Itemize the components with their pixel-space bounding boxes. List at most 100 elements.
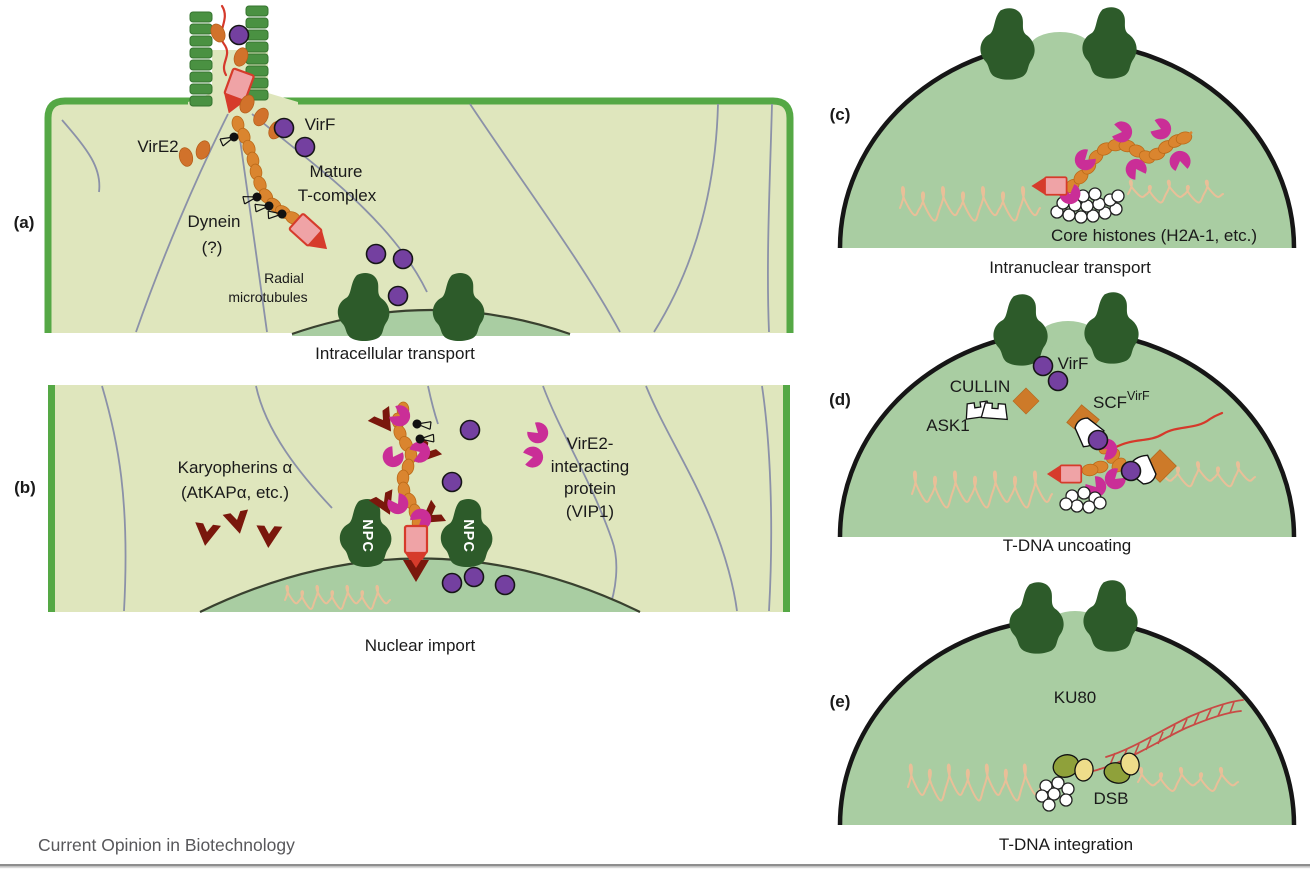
pore-bump-d [1040, 321, 1096, 349]
cell-membrane-left-b [48, 385, 55, 612]
cell-wall-brick [245, 53, 269, 65]
cell-membrane [44, 97, 794, 333]
label-karyopherins-1: Karyopherins α [178, 458, 293, 477]
cell-wall-brick [189, 59, 213, 71]
ku80-proteins [1052, 752, 1140, 784]
nuclear-envelope-a [291, 308, 571, 336]
chain-tip [1183, 131, 1193, 139]
cell-wall-brick [245, 17, 269, 29]
label-core-histones: Core histones (H2A-1, etc.) [1051, 226, 1257, 245]
ladder-rung [1169, 724, 1176, 738]
pore-bump-c [1030, 32, 1090, 62]
npc-label-left: NPC [359, 519, 375, 553]
ladder-rung [1217, 704, 1224, 717]
histone [1093, 496, 1107, 510]
panel-c: (c) Core histones (H2A-1, etc.) Intranuc… [830, 7, 1297, 277]
virf-molecule [273, 117, 295, 139]
label-virf-a: VirF [305, 115, 336, 134]
panel-e: (e) KU80 DSB T-DNA integration [830, 580, 1297, 854]
cell-wall-brick [189, 71, 213, 83]
chromatin-c [1127, 179, 1224, 204]
label-vip1-1: VirE2- [567, 434, 614, 453]
ask1-protein [965, 400, 1008, 421]
histone [1059, 497, 1073, 511]
histone [1111, 189, 1125, 203]
cell-wall-brick [189, 47, 213, 59]
cell-wall-brick [189, 95, 213, 107]
histone [1047, 787, 1061, 801]
cell-wall-brick [189, 35, 213, 47]
panel-c-tag: (c) [830, 105, 851, 124]
ladder-rung [1181, 718, 1188, 731]
chromatin-e [907, 763, 1042, 802]
histone [1088, 187, 1102, 201]
histone [1077, 486, 1091, 500]
virf-molecule [1120, 460, 1142, 482]
virf-molecule [463, 566, 485, 588]
label-virf-d: VirF [1058, 354, 1089, 373]
virf-molecule [1032, 355, 1054, 377]
caption-a: Intracellular transport [315, 344, 475, 363]
chromatin-e [1137, 766, 1239, 792]
virf-molecule [228, 24, 250, 46]
label-ask1: ASK1 [926, 416, 969, 435]
label-vire2: VirE2 [137, 137, 178, 156]
ladder-rung [1133, 743, 1140, 757]
label-vip1-4: (VIP1) [566, 502, 614, 521]
ladder-rung [1193, 712, 1200, 726]
cell-wall-brick [189, 23, 213, 35]
virf-molecule [441, 471, 463, 493]
panel-e-tag: (e) [830, 692, 851, 711]
virf-molecule [494, 574, 516, 596]
label-dynein-1: Dynein [188, 212, 241, 231]
virf-molecule [459, 419, 481, 441]
label-mature-1: Mature [310, 162, 363, 181]
chromatin-c [899, 186, 1041, 222]
label-cullin: CULLIN [950, 377, 1010, 396]
panel-b: (b) NPC NPC Karyopherins α [14, 385, 790, 655]
uncoated-t-strand [1112, 411, 1224, 450]
histone [1059, 793, 1073, 807]
virf-molecule [392, 248, 414, 270]
label-dsb: DSB [1094, 789, 1129, 808]
panel-b-tag: (b) [14, 478, 36, 497]
chromatin-d [911, 470, 1053, 509]
npc-label-right: NPC [460, 519, 476, 553]
virf-molecule [387, 285, 409, 307]
histone [1042, 798, 1056, 812]
chromatin-b [284, 584, 391, 610]
ladder-rung [1157, 731, 1164, 745]
cell-wall-brick [189, 83, 213, 95]
virf-molecule [1047, 370, 1069, 392]
microtubules-b [101, 385, 773, 612]
cell-wall-brick [245, 41, 269, 53]
caption-d: T-DNA uncoating [1003, 536, 1132, 555]
caption-e: T-DNA integration [999, 835, 1133, 854]
virf-molecule [365, 243, 387, 265]
virf-molecule [294, 136, 316, 158]
cell-wall-brick [245, 29, 269, 41]
ladder-rung [1205, 708, 1212, 721]
histone [1061, 782, 1075, 796]
virf-molecule [1087, 429, 1109, 451]
histone [1074, 210, 1088, 224]
label-karyopherins-2: (AtKAPα, etc.) [181, 483, 289, 502]
label-vip1-2: interacting [551, 457, 629, 476]
label-scf: SCF [1093, 393, 1127, 412]
histone [1082, 500, 1096, 514]
panel-a: (a) Vir [14, 4, 794, 363]
caption-c: Intranuclear transport [989, 258, 1151, 277]
label-radial-2: microtubules [228, 289, 307, 305]
histone [1070, 499, 1084, 513]
panel-d-tag: (d) [829, 390, 851, 409]
cell-cytoplasm [48, 101, 790, 333]
t-strand-dna [220, 4, 229, 77]
chromatin-d [1154, 461, 1256, 488]
caption-b: Nuclear import [365, 636, 476, 655]
label-dynein-2: (?) [202, 238, 223, 257]
label-scf-superscript: VirF [1127, 389, 1150, 403]
cell-wall-channel [188, 4, 298, 119]
label-radial-1: Radial [264, 270, 304, 286]
